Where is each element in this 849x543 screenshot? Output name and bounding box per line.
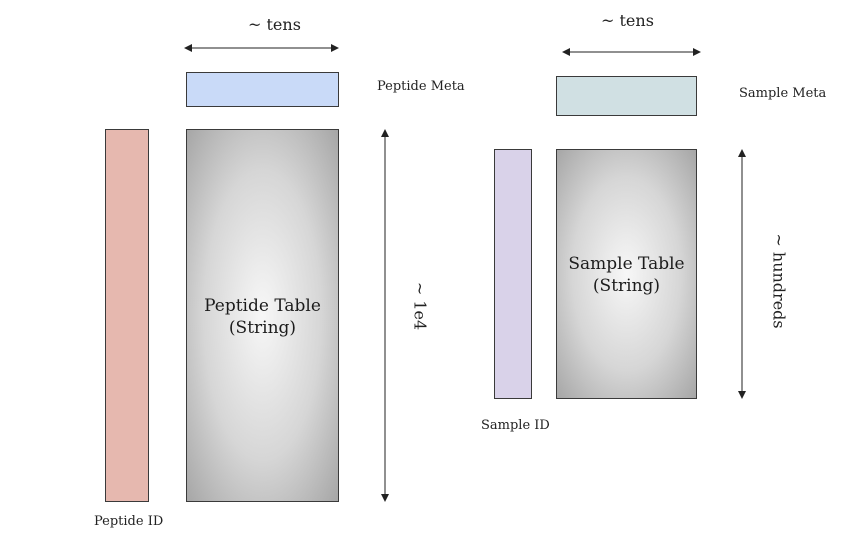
peptide-meta-box	[186, 72, 339, 107]
peptide-table-title: Peptide Table (String)	[186, 295, 339, 339]
sample-id-label: Sample ID	[481, 418, 550, 433]
peptide-table-name: Peptide Table	[204, 296, 321, 316]
peptide-table-type: (String)	[228, 318, 297, 338]
sample-table-type: (String)	[592, 276, 661, 296]
sample-table-title: Sample Table (String)	[556, 253, 697, 297]
sample-table-box	[556, 149, 697, 399]
peptide-id-box	[105, 129, 149, 502]
peptide-meta-label: Peptide Meta	[377, 79, 465, 94]
sample-width-label: ~ tens	[601, 11, 654, 30]
peptide-width-label: ~ tens	[248, 15, 301, 34]
sample-height-label: ~ hundreds	[769, 233, 789, 329]
sample-table-name: Sample Table	[568, 254, 685, 274]
peptide-table-box	[186, 129, 339, 502]
sample-meta-box	[556, 76, 697, 116]
sample-id-box	[494, 149, 532, 399]
peptide-id-label: Peptide ID	[94, 514, 164, 529]
sample-meta-label: Sample Meta	[739, 86, 827, 101]
peptide-height-label: ~ 1e4	[410, 281, 430, 331]
